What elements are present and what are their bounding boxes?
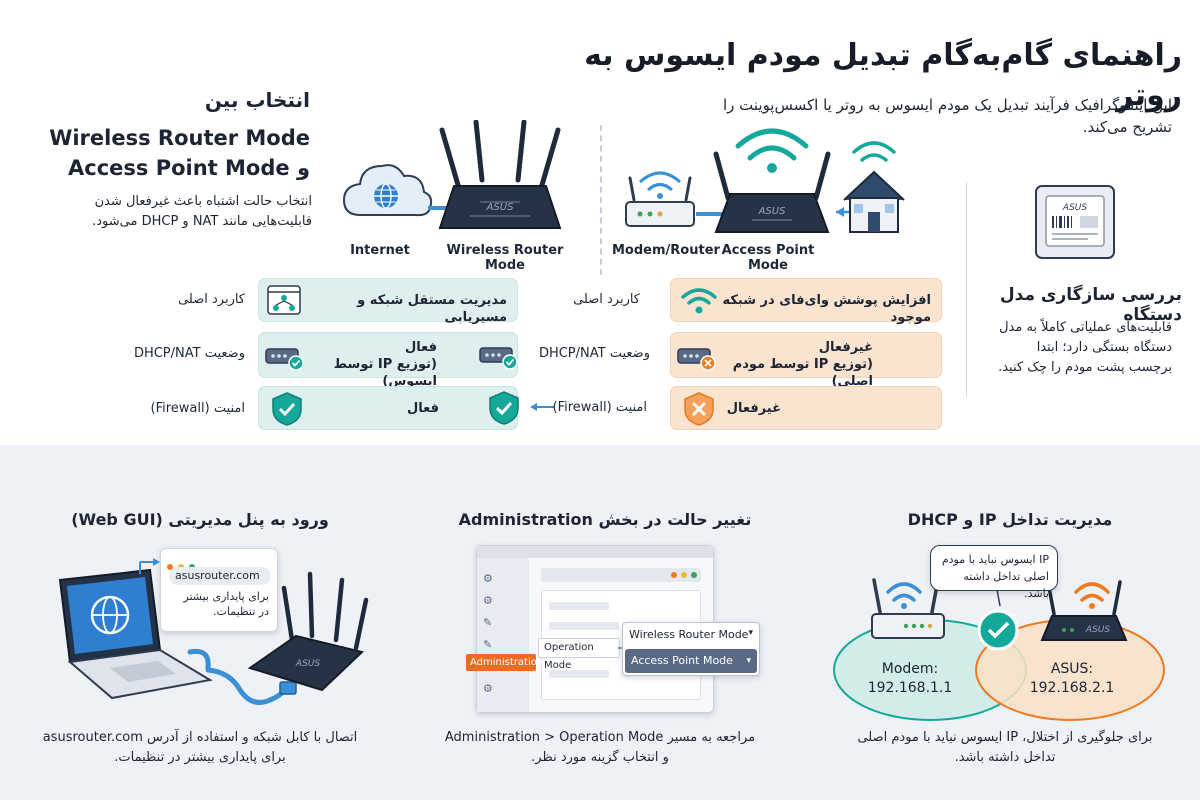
laptop-icon (58, 568, 213, 700)
operation-mode-label: Operation Mode (538, 638, 620, 671)
wifi-icon (886, 582, 922, 609)
house-icon (843, 141, 905, 233)
asus-ip-label: ASUS: 192.168.2.1 (1029, 661, 1115, 696)
caption-wireless-router: Wireless Router Mode (446, 243, 564, 273)
wifi-icon (735, 128, 809, 173)
svg-text:ASUS: ASUS (295, 659, 320, 669)
router-brand: ASUS (486, 202, 515, 213)
arrow-pointer (139, 558, 160, 574)
asus-router-icon: ASUS (1040, 580, 1128, 641)
check-circle-icon (977, 609, 1019, 651)
router-icon: ASUS (247, 571, 369, 692)
modem-ip-label: Modem: 192.168.1.1 (867, 661, 953, 696)
access-point-icon: ASUS (713, 151, 831, 233)
page-title: راهنمای گام‌به‌گام تبدیل مودم ایسوس به ر… (584, 38, 1182, 113)
modem-icon (625, 171, 695, 227)
router-row-main-use: مدیریت مستقل شبکه و مسیریابی (258, 278, 518, 325)
divider (600, 125, 602, 275)
ip-conflict-illustration: ASUS (833, 578, 1165, 721)
operation-mode-dropdown[interactable]: Wireless Router Mode ▾ Access Point Mode… (622, 622, 760, 676)
login-desc: اتصال با کابل شبکه و استفاده از آدرس asu… (42, 730, 358, 765)
router-row-firewall: فعال (258, 386, 518, 430)
caption-modem-router: Modem/Router (612, 243, 720, 258)
intro-text: این اینفوگرافیک فرآیند تبدیل یک مودم ایس… (722, 96, 1172, 136)
cloud-icon (342, 164, 433, 217)
ip-title: مدیریت تداخل IP و DHCP (907, 510, 1113, 529)
caption-internet: Internet (350, 243, 410, 258)
caption-access-point: Access Point Mode (721, 243, 815, 273)
arrow-left-icon (530, 403, 554, 411)
menu-item-administration[interactable]: Administration (466, 654, 543, 671)
pencil-icon[interactable]: ✎ (483, 616, 493, 629)
ethernet-plug-icon (279, 681, 297, 695)
wifi-icon-orange (1074, 582, 1110, 609)
mode-choice-router: Wireless Router Mode (49, 126, 310, 150)
window-titlebar (477, 546, 713, 558)
admin-title: تغییر حالت در بخش Administration (458, 510, 752, 529)
ap-row-dhcp: غیرفعال (توزیع IP توسط مودم اصلی) (670, 332, 942, 389)
router-active-icon (479, 347, 518, 370)
browser-note: برای پایداری بیشتر در تنظیمات. (183, 590, 269, 618)
shield-x-icon (684, 392, 714, 426)
option-wireless-router[interactable]: Wireless Router Mode ▾ (629, 628, 753, 641)
chevron-down-icon: ▾ (748, 628, 753, 638)
tools-icon[interactable]: ✎ (483, 638, 493, 651)
ap-mode-diagram: ASUS (625, 128, 905, 233)
divider (966, 182, 967, 397)
label-firewall-ap: امنیت (Firewall) (552, 400, 648, 415)
option-access-point[interactable]: Access Point Mode ▾ (625, 649, 757, 673)
device-label-icon: ASUS (1035, 185, 1115, 259)
chevron-down-icon: ▾ (746, 656, 751, 666)
gear-icon[interactable]: ⚙ (483, 682, 493, 695)
wifi-icon (681, 288, 717, 314)
ethernet-cable (205, 667, 288, 705)
shield-check-icon (489, 391, 519, 425)
label-dhcp-nat: وضعیت DHCP/NAT (133, 346, 245, 361)
router-active-icon (265, 348, 304, 371)
compatibility-title: بررسی سازگاری مدل دستگاه (999, 285, 1182, 325)
admin-desc: مراجعه به مسیر Administration > Operatio… (444, 730, 756, 765)
ip-desc: برای جلوگیری از اختلال، IP ایسوس نباید ب… (857, 730, 1153, 765)
ap-row-firewall: غیرفعال (670, 386, 942, 430)
ap-row-main-use: افزایش پوشش وای‌فای در شبکه موجود (670, 278, 942, 325)
label-firewall: امنیت (Firewall) (150, 401, 246, 416)
router-disabled-icon (677, 348, 716, 371)
url-bar[interactable]: asusrouter.com (169, 567, 271, 585)
gear-icon[interactable]: ⚙ (483, 572, 493, 585)
shield-check-icon (272, 392, 302, 426)
barcode-icon (1052, 216, 1072, 228)
login-title: ورود به پنل مدیریتی (Web GUI) (71, 510, 329, 529)
admin-sidebar (477, 558, 529, 712)
mode-choice-heading: انتخاب بین (204, 88, 310, 112)
label-main-use: کاربرد اصلی (178, 292, 245, 307)
mode-choice-ap: Access Point Mode و (68, 156, 310, 180)
network-management-icon (267, 285, 301, 315)
ap-dhcp-router-icon-wrap (475, 332, 545, 378)
router-icon: ASUS (438, 120, 562, 229)
ap-brand: ASUS (758, 206, 787, 217)
router-mode-diagram: ASUS (342, 120, 562, 229)
svg-text:ASUS: ASUS (1062, 203, 1087, 213)
mode-choice-desc: انتخاب حالت اشتباه باعث غیرفعال شدن قابل… (92, 194, 312, 229)
browser-card: asusrouter.com برای پایداری بیشتر در تنظ… (160, 548, 278, 632)
label-main-use-ap: کاربرد اصلی (573, 292, 640, 307)
settings-icon[interactable]: ⚙ (483, 594, 493, 607)
compatibility-desc: قابلیت‌های عملیاتی کاملاً به مدل دستگاه … (998, 320, 1172, 375)
label-dhcp-nat-ap: وضعیت DHCP/NAT (538, 346, 650, 361)
speech-bubble: IP ایسوس نباید با مودم اصلی تداخل داشته … (930, 545, 1058, 600)
admin-header-bar (541, 568, 701, 582)
laptop-router-illustration: ASUS (58, 558, 369, 705)
svg-text:ASUS: ASUS (1085, 625, 1110, 635)
router-row-dhcp: فعال (توزیع IP توسط ایسوس) (258, 332, 518, 389)
